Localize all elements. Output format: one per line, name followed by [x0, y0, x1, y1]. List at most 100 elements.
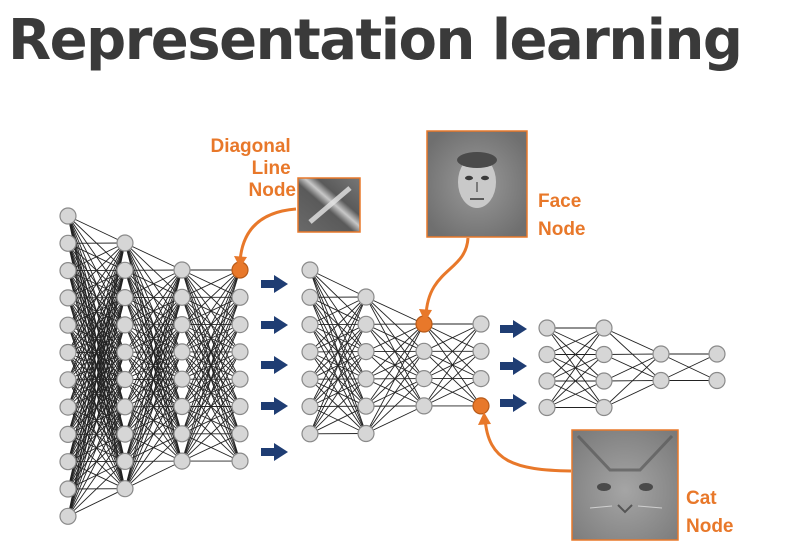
network-node [231, 343, 249, 361]
network-node [538, 398, 556, 417]
edge [124, 269, 183, 489]
edge [309, 351, 367, 435]
edge [603, 353, 662, 355]
network-node [595, 319, 613, 337]
edge [181, 269, 241, 298]
edge [603, 327, 662, 355]
network-node [301, 343, 319, 361]
network-node [538, 372, 556, 390]
edge [546, 327, 605, 355]
edge [124, 324, 183, 489]
edge [365, 323, 425, 407]
edge [67, 242, 126, 272]
edge [309, 296, 367, 434]
cat-pointer-arrowhead [478, 412, 491, 425]
edge [67, 297, 126, 517]
edge [365, 323, 425, 380]
network-node [472, 315, 490, 333]
network-node [357, 424, 375, 443]
network-node [173, 397, 191, 416]
edge [365, 296, 425, 325]
network-node [357, 397, 375, 415]
cat-feature-image [571, 429, 679, 541]
network-node [538, 319, 556, 337]
edge [124, 269, 183, 380]
network-node [231, 425, 249, 443]
network-node [59, 262, 77, 280]
network-node [173, 425, 191, 443]
edge [67, 270, 126, 517]
edge [546, 327, 605, 382]
network-node [231, 288, 249, 306]
edge [67, 242, 126, 490]
network-node [357, 343, 375, 361]
face-pointer-line [424, 237, 470, 317]
edge [546, 327, 605, 408]
edge [365, 405, 425, 434]
edge [423, 350, 482, 407]
network-node [231, 452, 249, 470]
diagonal-pointer-line [238, 207, 297, 263]
network-node [595, 398, 613, 417]
network-node [301, 425, 319, 443]
edge [67, 242, 126, 408]
network-node [173, 261, 191, 279]
edge [181, 378, 241, 462]
highlighted-node [472, 397, 490, 415]
edge [309, 324, 367, 435]
edge [124, 269, 183, 353]
svg-text:Face Node: Face Node [538, 191, 587, 240]
network-node [301, 370, 319, 388]
network-node [116, 398, 134, 416]
edge [124, 269, 183, 435]
right-arrow-icon [500, 320, 527, 338]
network-node [652, 345, 670, 363]
edge [67, 242, 126, 299]
network-node [116, 425, 134, 443]
cat-label-line-1: Cat [686, 488, 717, 509]
network-node [173, 288, 191, 306]
network-node [231, 370, 249, 388]
face-feature-image [426, 130, 528, 238]
network-node [173, 452, 191, 470]
edge [181, 433, 241, 462]
network-node [415, 397, 433, 415]
edge [660, 353, 718, 381]
edge [309, 296, 367, 353]
network-node [116, 480, 134, 498]
edge [181, 269, 241, 407]
network-node [59, 343, 77, 362]
edge [365, 351, 425, 434]
network-node [173, 316, 191, 334]
cat-label-line-2: Node [686, 516, 734, 537]
edge [67, 215, 126, 244]
edge [181, 269, 241, 353]
edge [603, 353, 662, 382]
network-node [116, 316, 134, 334]
network-node [59, 453, 77, 471]
edge [309, 269, 367, 298]
edge [124, 460, 183, 490]
network-node [116, 343, 134, 361]
edge [124, 269, 183, 462]
network-node [301, 288, 319, 306]
right-arrow-icon [261, 356, 288, 374]
network-node [652, 371, 670, 390]
diagonal-pointer-arrowhead [234, 256, 247, 268]
network-node [301, 397, 319, 416]
right-arrow-icon [261, 316, 288, 334]
edge [309, 296, 367, 380]
network-node [116, 289, 134, 307]
edge [423, 323, 482, 352]
edge [181, 269, 241, 434]
network-node [116, 261, 134, 279]
network-node [472, 370, 490, 388]
face-pointer-arrowhead [419, 309, 432, 322]
edge [423, 323, 482, 379]
edge [67, 242, 126, 462]
network-node [59, 289, 77, 307]
edge [309, 378, 367, 435]
network-node [59, 398, 77, 416]
edge [365, 378, 425, 434]
